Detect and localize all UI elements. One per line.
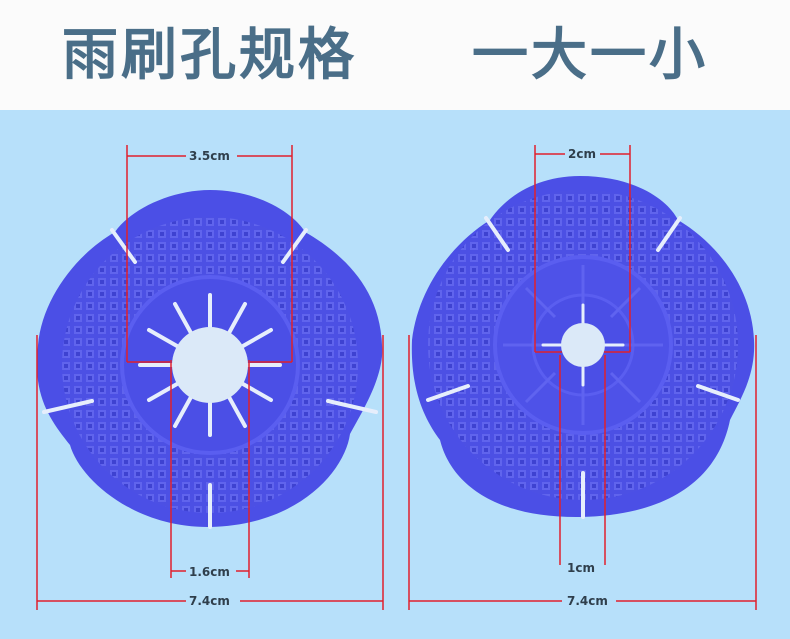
center-hole-right: [561, 323, 605, 367]
label-hole-diameter-right: 2cm: [567, 147, 597, 161]
radial-slits-left: [138, 293, 282, 437]
label-outer-diameter-left: 7.4cm: [188, 594, 231, 608]
label-inner-diameter-left: 1.6cm: [188, 565, 231, 579]
label-outer-diameter-right: 7.4cm: [566, 594, 609, 608]
title-wiper-hole-spec: 雨刷孔规格: [62, 23, 357, 88]
label-hole-diameter-left: 3.5cm: [188, 149, 231, 163]
dimension-lines: [36, 145, 757, 610]
title-one-large-one-small: 一大一小: [472, 23, 708, 88]
center-hole-left: [172, 327, 248, 403]
header-band: 雨刷孔规格 一大一小: [0, 0, 790, 110]
label-inner-diameter-right: 1cm: [566, 561, 596, 575]
edge-slits-left: [42, 228, 378, 529]
cover-small-hole: [411, 176, 755, 519]
radial-slits-right: [541, 303, 625, 387]
cover-large-hole: [36, 190, 383, 529]
edge-slits-right: [426, 216, 740, 519]
